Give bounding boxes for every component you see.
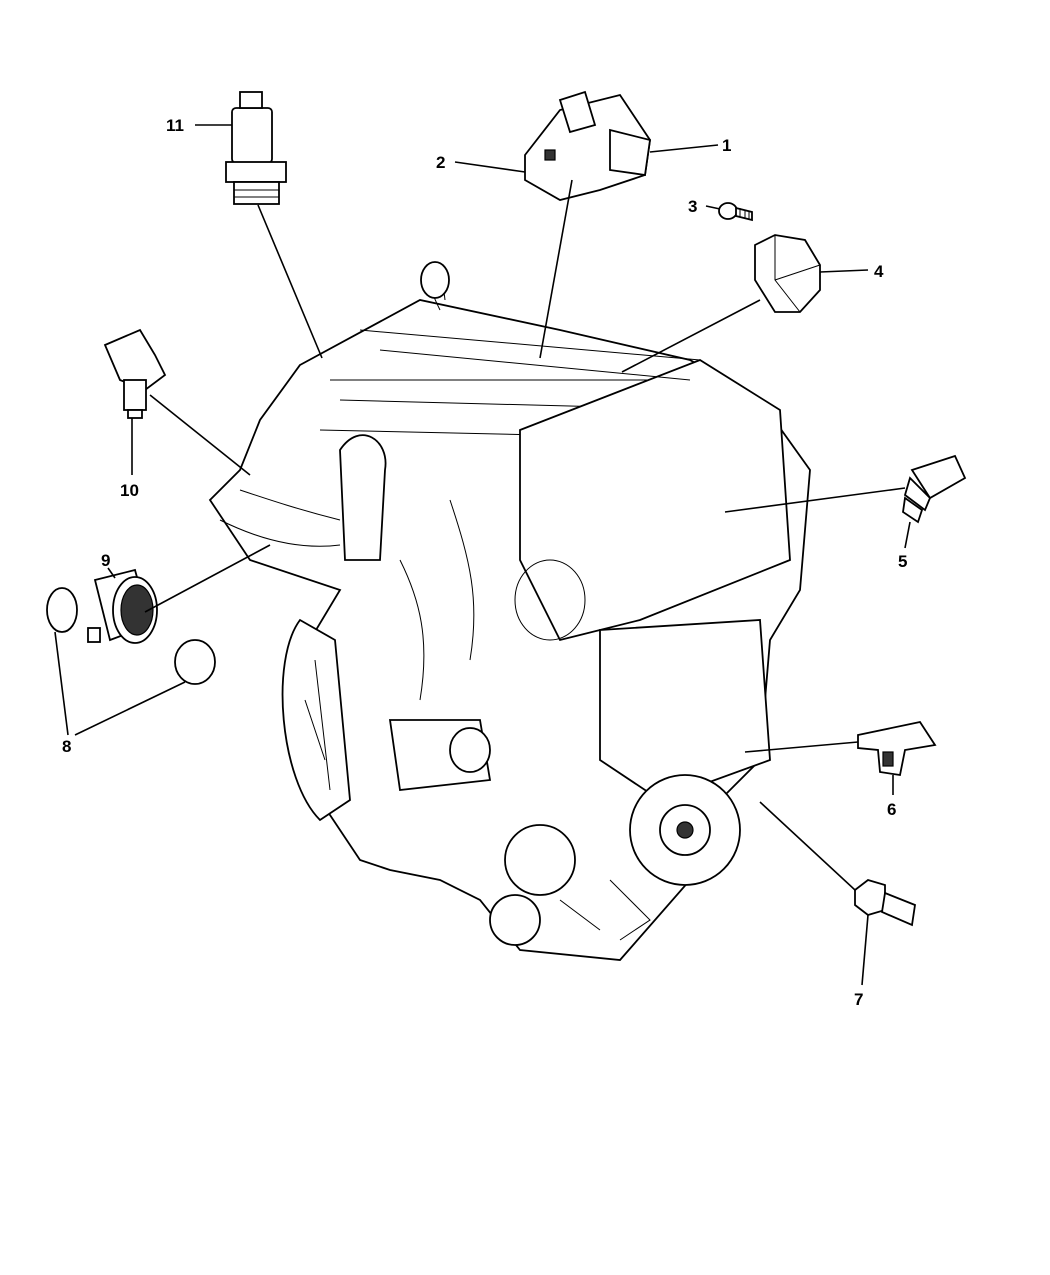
- callout-4: 4: [874, 262, 884, 281]
- callout-1: 1: [722, 136, 731, 155]
- part-5-sensor: [902, 454, 967, 524]
- part-3-screw: [718, 202, 753, 222]
- part-9-mass-airflow-sensor: [87, 568, 158, 644]
- callout-2: 2: [436, 153, 445, 172]
- callout-5: 5: [898, 552, 907, 571]
- part-10-sensor: [103, 328, 167, 419]
- callout-labels: 1 2 3 4 5 6 7 8 9 10 11: [62, 116, 907, 1009]
- callout-8: 8: [62, 737, 71, 756]
- callout-7: 7: [854, 990, 863, 1009]
- part-6-sensor: [857, 720, 937, 777]
- part-1-2-sensor: [524, 90, 652, 201]
- part-8-clamps: [46, 587, 216, 685]
- part-11-sensor: [225, 91, 287, 205]
- callout-10: 10: [120, 481, 139, 500]
- part-4-sensor: [754, 234, 821, 313]
- callout-11: 11: [166, 116, 184, 135]
- callout-3: 3: [688, 197, 697, 216]
- engine-assembly: [208, 261, 811, 961]
- part-7-sensor: [854, 879, 916, 927]
- leader-lines: [54, 124, 911, 986]
- callout-9: 9: [101, 551, 110, 570]
- callout-6: 6: [887, 800, 896, 819]
